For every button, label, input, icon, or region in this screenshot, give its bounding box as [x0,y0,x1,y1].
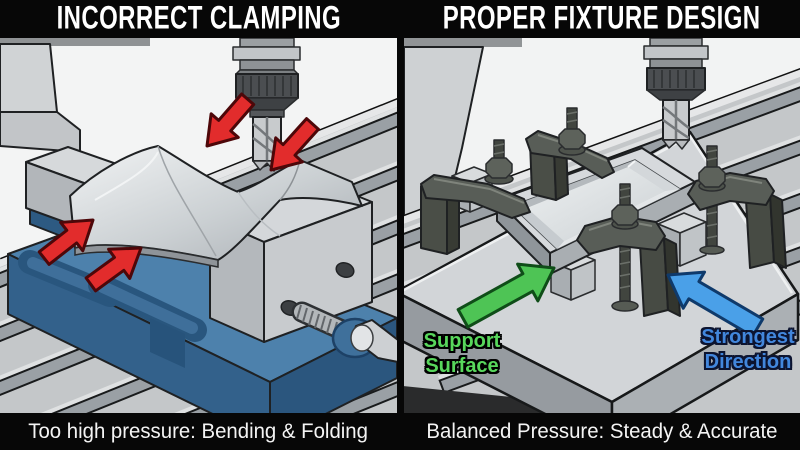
right-title-slot: PROPER FIXTURE DESIGN [404,0,800,38]
clamp-bar [420,174,531,219]
end-mill-icon [662,99,690,150]
collet-chuck [646,67,706,91]
clamp-bar [576,215,666,255]
vise-lead-screw [291,301,397,363]
support-label-line1: Support [423,330,501,352]
clamp-nut [698,166,726,188]
clamp-nut [558,128,586,150]
left-machine-column [0,38,150,153]
strap-clamp-right [687,145,787,269]
floor-shadow [404,386,560,413]
right-panel-scene [404,38,800,413]
strongest-label-line1: Strongest [701,326,795,348]
left-caption-slot: Too high pressure: Bending & Folding [0,413,397,450]
right-caption-slot: Balanced Pressure: Steady & Accurate [404,413,800,450]
strongest-direction-label: Strongest Direction [698,325,798,375]
strap-clamp-left [420,139,531,255]
panel-divider [397,0,404,450]
clamp-nut [611,204,639,226]
spindle [643,38,709,150]
machine-vise [7,146,397,413]
strongest-label-line2: Direction [704,351,792,373]
left-panel-title: INCORRECT CLAMPING [56,0,341,37]
strap-clamp-back [525,107,615,201]
left-title-slot: INCORRECT CLAMPING [0,0,397,38]
support-surface-label: Support Surface [414,329,510,379]
right-panel-title: PROPER FIXTURE DESIGN [443,0,761,37]
left-panel-caption: Too high pressure: Bending & Folding [28,419,369,443]
right-panel-caption: Balanced Pressure: Steady & Accurate [426,419,778,443]
support-label-line2: Surface [425,355,499,377]
clamp-nut [485,157,513,179]
clamp-stud [706,203,718,251]
